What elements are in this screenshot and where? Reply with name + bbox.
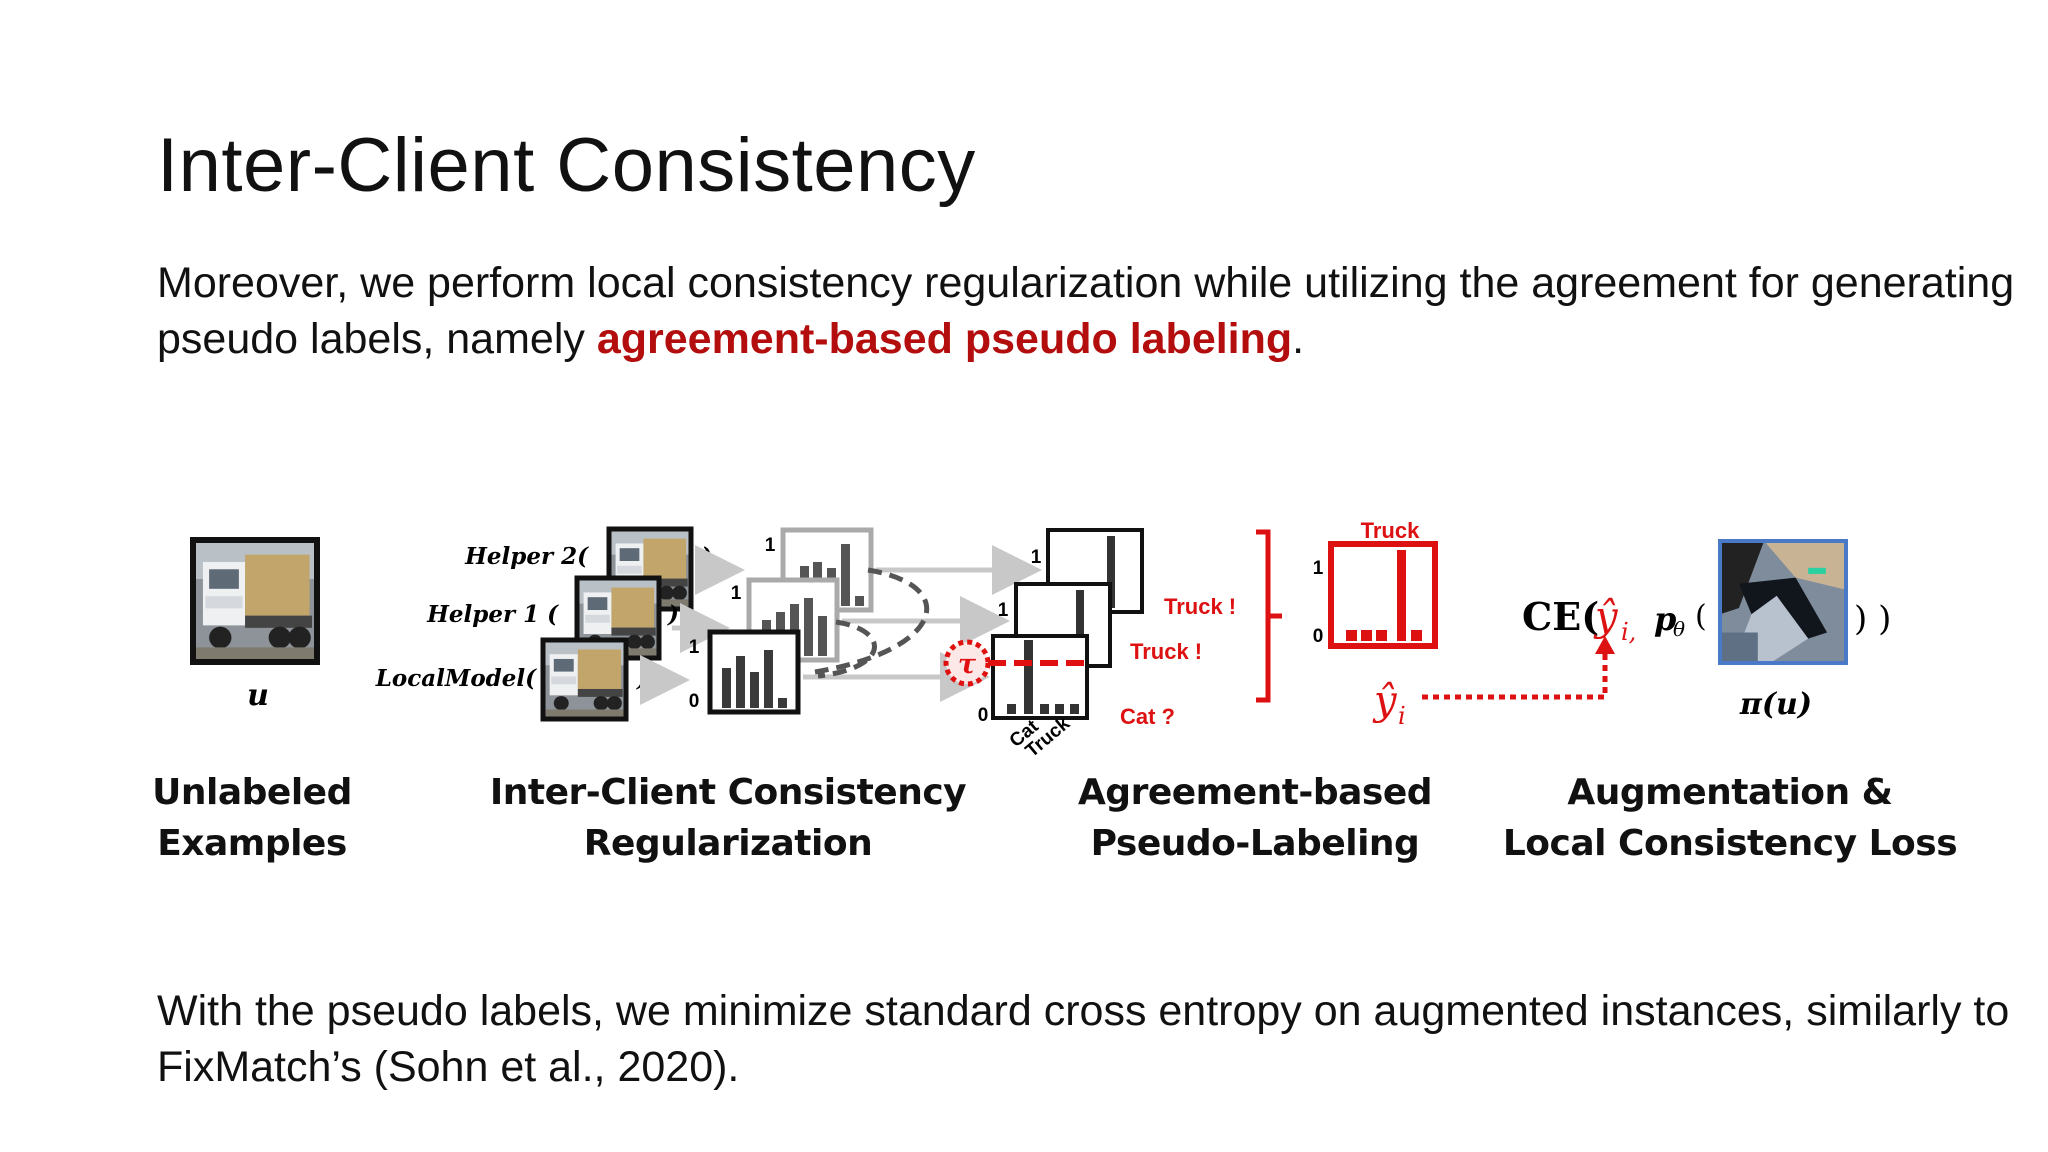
local-threshold-axis-zero: 0 — [978, 705, 989, 726]
caption-agreement-line1: Agreement-based — [1077, 772, 1433, 813]
pseudo-label-histogram — [1328, 541, 1438, 649]
pseudo-label-dotted-arrow — [1422, 652, 1608, 700]
decision-local: Cat ? — [1120, 704, 1175, 729]
decision-helper1: Truck ! — [1130, 639, 1202, 664]
caption-unlabeled: Unlabeled Examples — [112, 767, 392, 869]
intro-text: Moreover, we perform local consistency r… — [157, 259, 2015, 363]
decision-helper2: Truck ! — [1164, 594, 1236, 619]
helper1-close: ) — [667, 601, 679, 628]
local-model-input-image — [540, 637, 629, 722]
caption-agreement-line2: Pseudo-Labeling — [1090, 823, 1420, 864]
pseudo-label-title: Truck — [1361, 518, 1420, 543]
closing-paragraph: With the pseudo labels, we minimize stan… — [157, 987, 2010, 1091]
local-threshold-histogram — [991, 634, 1089, 720]
ce-p: p — [1654, 600, 1676, 638]
slide-title: Inter-Client Consistency — [157, 123, 976, 208]
tau-symbol: τ — [958, 649, 977, 680]
local-model-label: LocalModel( — [375, 665, 537, 692]
ce-theta: θ — [1673, 617, 1685, 641]
helper1-axis-one: 1 — [731, 583, 742, 604]
ce-close-parens: ) ) — [1854, 599, 1891, 639]
ce-label: CE( — [1522, 594, 1599, 639]
caption-inter-client: Inter-Client Consistency Regularization — [478, 767, 978, 869]
caption-inter-client-line2: Regularization — [583, 823, 873, 864]
caption-unlabeled-line2: Examples — [157, 823, 347, 864]
caption-agreement: Agreement-based Pseudo-Labeling — [1055, 767, 1455, 869]
local-axis-zero: 0 — [689, 691, 700, 712]
tau-circle — [943, 639, 991, 687]
helper2-threshold-axis-one: 1 — [1031, 547, 1042, 568]
caption-unlabeled-line1: Unlabeled — [152, 772, 352, 813]
helper1-threshold-axis-one: 1 — [998, 600, 1009, 621]
helper2-label: Helper 2( — [464, 543, 589, 570]
pseudo-label-axis-one: 1 — [1313, 558, 1324, 579]
agreement-bracket — [1256, 529, 1271, 703]
consistency-curve-helper1 — [817, 619, 877, 679]
ce-open-paren: ( — [1695, 599, 1707, 634]
intro-paragraph: Moreover, we perform local consistency r… — [157, 255, 2017, 367]
ce-yhat: ŷ — [1593, 594, 1619, 640]
pseudo-label-subscript: i — [1398, 702, 1406, 730]
pseudo-label-symbol: ŷ — [1372, 678, 1398, 724]
highlight-term: agreement-based pseudo labeling — [596, 315, 1293, 363]
caption-augmentation-line2: Local Consistency Loss — [1502, 823, 1958, 864]
augmented-image — [1718, 539, 1848, 665]
local-axis-one: 1 — [689, 637, 700, 658]
intro-period: . — [1292, 315, 1305, 363]
unlabeled-image — [190, 537, 320, 665]
consistency-curve-helper2 — [814, 567, 930, 675]
augmented-symbol: π(u) — [1739, 687, 1812, 722]
helper2-close: ) — [700, 543, 712, 570]
helper1-label: Helper 1 ( — [426, 601, 559, 628]
pseudo-label-axis-zero: 0 — [1313, 626, 1324, 647]
unlabeled-symbol: u — [247, 678, 269, 713]
ce-yhat-subscript: i, — [1621, 618, 1636, 646]
caption-inter-client-line1: Inter-Client Consistency — [489, 772, 967, 813]
helper2-axis-one: 1 — [765, 535, 776, 556]
caption-augmentation-line1: Augmentation & — [1567, 772, 1893, 813]
pseudo-label-arrowhead — [1595, 636, 1615, 654]
caption-augmentation: Augmentation & Local Consistency Loss — [1495, 767, 1965, 869]
local-model-histogram — [707, 629, 801, 715]
